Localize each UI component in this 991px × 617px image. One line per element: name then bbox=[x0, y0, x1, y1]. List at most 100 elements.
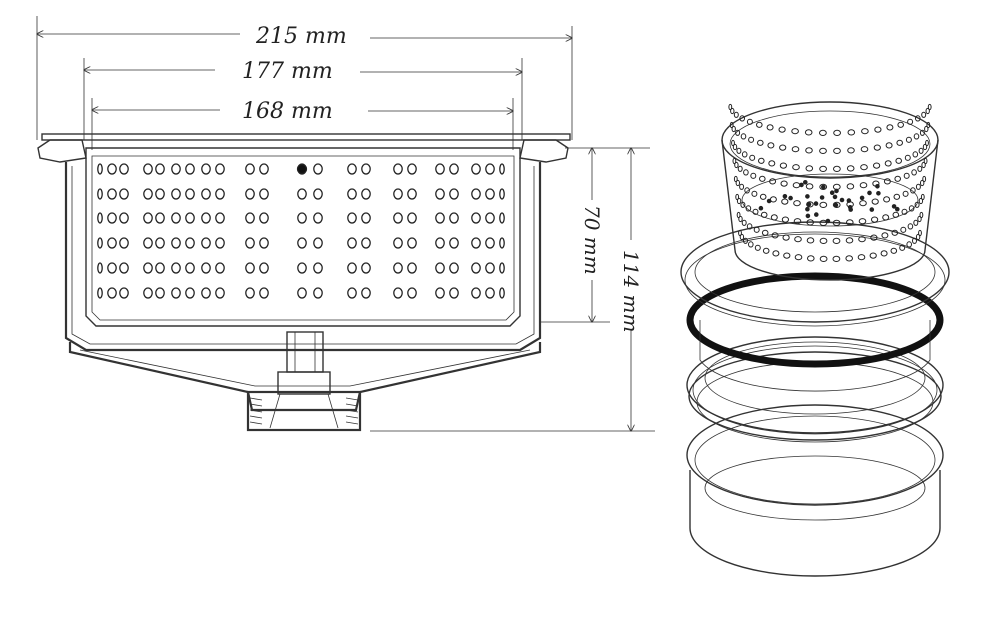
basket-hole bbox=[732, 143, 738, 151]
basket-hole bbox=[833, 147, 841, 154]
perforation-hole bbox=[361, 163, 371, 175]
basket-hole bbox=[922, 175, 927, 183]
basket-hole bbox=[741, 151, 748, 158]
basket-hole bbox=[925, 139, 929, 147]
basket-hole bbox=[819, 129, 827, 136]
basket-hole bbox=[819, 237, 828, 244]
basket-hole bbox=[793, 200, 801, 207]
perforation-hole bbox=[435, 262, 445, 274]
basket-hole bbox=[806, 201, 814, 208]
basket-hole bbox=[883, 196, 891, 203]
basket-hole bbox=[736, 197, 742, 205]
perforation-hole bbox=[97, 212, 103, 224]
basket-hole bbox=[794, 254, 803, 261]
basket-hole bbox=[744, 187, 750, 194]
perforation-hole bbox=[361, 188, 371, 200]
perforation-hole bbox=[155, 212, 165, 224]
basket-hole bbox=[900, 226, 907, 233]
dimension-group: 215 mm 177 mm 168 mm 70 mm 114 mm bbox=[37, 16, 655, 431]
perforation-hole bbox=[435, 237, 445, 249]
perforation-hole bbox=[215, 163, 225, 175]
basket-floor-hole bbox=[846, 198, 852, 203]
perforation-hole bbox=[499, 287, 505, 299]
basket-hole bbox=[886, 124, 894, 131]
perforation-hole bbox=[471, 188, 481, 200]
perforation-hole bbox=[185, 237, 195, 249]
basket-hole bbox=[751, 190, 758, 197]
perforation-hole bbox=[407, 163, 417, 175]
basket-hole bbox=[902, 190, 909, 197]
perforation-hole bbox=[245, 188, 255, 200]
perforation-hole bbox=[393, 262, 403, 274]
basket-hole bbox=[859, 200, 867, 207]
center-bolt-housing bbox=[286, 331, 324, 373]
perforation-hole bbox=[407, 287, 417, 299]
basket-floor-hole bbox=[839, 197, 845, 203]
perforation-hole bbox=[119, 163, 129, 175]
perforation-hole bbox=[143, 237, 153, 249]
perforation-hole bbox=[171, 163, 181, 175]
perforation-hole bbox=[201, 237, 211, 249]
perforation-hole bbox=[297, 237, 307, 249]
perforation-hole bbox=[185, 163, 195, 175]
basket-hole bbox=[859, 182, 868, 189]
basket-hole bbox=[869, 252, 877, 259]
basket-floor-hole bbox=[832, 194, 838, 200]
basket-hole bbox=[752, 208, 759, 215]
basket-hole bbox=[913, 133, 920, 140]
basket-hole bbox=[767, 142, 775, 149]
perforation-hole bbox=[471, 163, 481, 175]
basket-hole bbox=[737, 165, 743, 172]
perforation-hole bbox=[449, 287, 459, 299]
perforation-hole bbox=[313, 287, 323, 299]
perforation-hole bbox=[245, 262, 255, 274]
basket-hole bbox=[792, 182, 801, 189]
perforation-hole bbox=[155, 163, 165, 175]
basket-hole bbox=[860, 164, 868, 171]
perforation-hole bbox=[297, 287, 307, 299]
perforation-hole bbox=[97, 262, 103, 274]
perforation-hole bbox=[393, 212, 403, 224]
basket-hole bbox=[819, 165, 827, 172]
perforation-hole bbox=[107, 188, 117, 200]
basket-floor-hole bbox=[788, 195, 793, 201]
perforation-hole bbox=[393, 163, 403, 175]
perforation-hole bbox=[347, 163, 357, 175]
perforation-hole bbox=[215, 212, 225, 224]
basket-floor-hole bbox=[834, 188, 839, 194]
basket-hole bbox=[739, 183, 745, 190]
perforation-hole bbox=[449, 163, 459, 175]
perforation-hole bbox=[185, 212, 195, 224]
perforation-hole bbox=[485, 237, 495, 249]
basket-hole bbox=[736, 147, 742, 154]
perforation-hole bbox=[259, 188, 269, 200]
perforation-hole bbox=[393, 237, 403, 249]
basket-floor-hole bbox=[875, 184, 880, 189]
basket-hole bbox=[846, 183, 855, 190]
basket-hole bbox=[738, 215, 743, 223]
perforation-hole bbox=[119, 237, 129, 249]
basket-hole bbox=[731, 125, 736, 133]
basket-hole bbox=[874, 126, 882, 133]
basket-hole bbox=[739, 233, 745, 241]
basket-hole bbox=[847, 147, 855, 154]
basket-hole bbox=[819, 201, 828, 208]
perforation-hole bbox=[97, 163, 103, 175]
funnel-inner-line bbox=[79, 349, 531, 387]
basket-hole bbox=[743, 237, 748, 244]
funnel-outline bbox=[68, 342, 542, 412]
perforation-hole bbox=[313, 262, 323, 274]
basket-hole bbox=[757, 139, 764, 146]
center-nut-section bbox=[277, 371, 331, 395]
basket-hole bbox=[770, 214, 778, 221]
basket-floor-hole bbox=[758, 205, 764, 211]
basket-hole bbox=[791, 146, 800, 153]
perforation-hole bbox=[347, 188, 357, 200]
basket-hole bbox=[919, 211, 924, 219]
basket-hole bbox=[746, 118, 753, 125]
basket-floor-hole bbox=[869, 207, 875, 212]
basket-floor-hole bbox=[813, 201, 819, 206]
basket-hole bbox=[759, 175, 766, 182]
perforation-hole bbox=[347, 237, 357, 249]
basket-hole bbox=[779, 144, 787, 151]
